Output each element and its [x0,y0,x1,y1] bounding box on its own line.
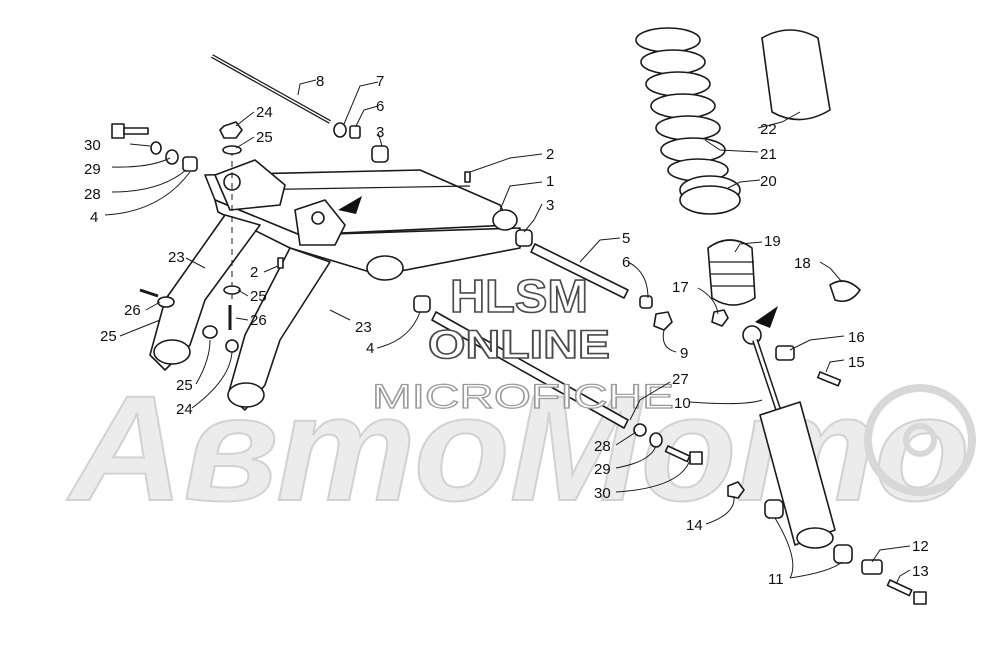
bushing-11 [764,499,784,519]
callout-27: 27 [672,371,689,388]
hlsm-watermark: HLSM ONLINE MICROFICHE [371,269,674,416]
nut-17 [711,309,729,327]
rod-27 [431,311,629,429]
pivot-eye [366,255,404,281]
hardware [111,121,703,465]
callout-25b: 25 [250,288,267,305]
bolt-15 [816,371,842,387]
callout-25c: 25 [100,328,117,345]
sleeve-12 [861,559,883,575]
rear-pivot-eye [492,209,518,231]
bump-stop [707,239,756,306]
callout-23: 23 [168,249,185,266]
grease-fitting-b [277,257,284,269]
callout-10: 10 [674,395,691,412]
callout-17: 17 [672,279,689,296]
callout-8: 8 [316,73,324,90]
spacer-6-right [639,295,653,309]
callout-1: 1 [546,173,554,190]
callout-28: 28 [84,186,101,203]
callout-14: 14 [686,517,703,534]
rubber-boot [761,29,831,121]
swing-arm-frame [149,54,778,411]
callout-22: 22 [760,121,777,138]
callout-29b: 29 [594,461,611,478]
callout-21: 21 [760,146,777,163]
spacer-6 [349,125,361,139]
shock-body [759,401,836,546]
watermark-line2: ONLINE [428,323,610,367]
callout-13: 13 [912,563,929,580]
callout-28b: 28 [594,438,611,455]
bolt-head-30 [689,451,703,465]
callout-4: 4 [90,209,98,226]
callout-2b: 2 [250,264,258,281]
callout-29: 29 [84,161,101,178]
bushing [182,156,198,172]
washer [150,141,162,155]
grease-fitting [464,171,471,183]
callout-25: 25 [256,129,273,146]
rod-5 [530,243,629,299]
watermark-line1: HLSM [450,270,588,322]
bolt-26 [139,288,159,298]
sleeve-16 [775,345,795,361]
callout-7: 7 [376,73,384,90]
shock-eye-bottom [796,527,834,549]
wheel-hub-shape [903,423,937,457]
washer-7 [333,122,347,138]
nut-9 [653,311,673,331]
callout-24: 24 [256,104,273,121]
callout-2: 2 [546,146,554,163]
callout-18: 18 [794,255,811,272]
callout-3: 3 [376,124,384,141]
callout-15: 15 [848,354,865,371]
callout-11: 11 [768,571,784,588]
bushing-11-b [833,544,853,564]
nut-14 [727,481,745,499]
callout-5: 5 [622,230,630,247]
shock-eye-top [742,325,762,345]
callout-6: 6 [376,98,384,115]
callout-12: 12 [912,538,929,555]
bushing-4 [413,295,431,313]
callout-20: 20 [760,173,777,190]
callout-30b: 30 [594,485,611,502]
brand-watermark: АвтоМото [65,363,976,533]
callout-23b: 23 [355,319,372,336]
lock-washer [165,149,179,165]
callout-3b: 3 [546,197,554,214]
callout-16: 16 [848,329,865,346]
bushing-3-right [515,229,533,247]
coil-spring [635,27,729,182]
callout-19: 19 [764,233,781,250]
callout-24b: 24 [176,401,193,418]
pointer-arrow [338,196,362,214]
bolt-13 [886,579,913,597]
callout-26: 26 [250,312,267,329]
callout-6b: 6 [622,254,630,271]
shock-assembly [635,27,927,605]
leader-lines [104,79,911,585]
bushing-3 [371,145,389,163]
watermark-line3: MICROFICHE [372,378,674,416]
pointer-arrow-shock [755,306,778,328]
callout-30: 30 [84,137,101,154]
callout-26b: 26 [124,302,141,319]
brand-watermark-text: АвтоМото [66,364,970,532]
callout-numbers: 8 7 6 3 24 25 30 29 28 4 2 1 3 5 6 9 23 … [84,73,929,588]
callout-9: 9 [680,345,688,362]
callout-4b: 4 [366,340,374,357]
bolt-head [111,123,125,139]
callout-25d: 25 [176,377,193,394]
wheel-shape [864,384,976,496]
retaining-clip [829,280,861,303]
